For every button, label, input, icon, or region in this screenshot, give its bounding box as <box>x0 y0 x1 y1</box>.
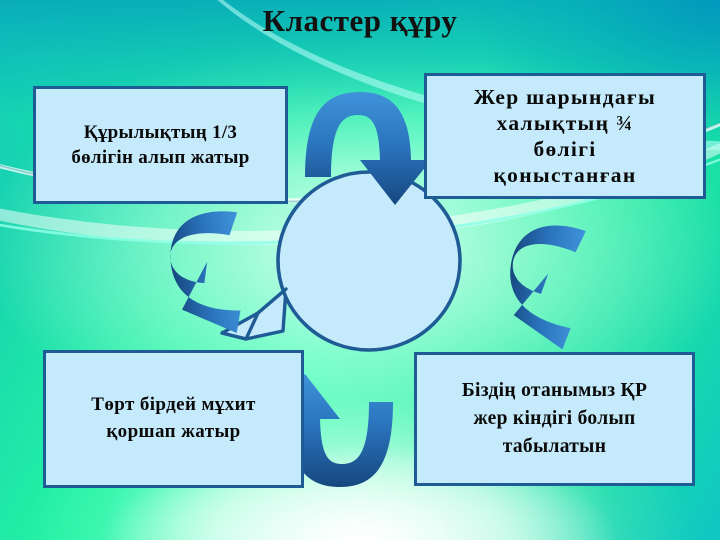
cluster-node-bottom-left[interactable]: Төрт бірдей мұхит қоршап жатыр <box>43 350 304 488</box>
cluster-node-top-left[interactable]: Құрылықтың 1/3 бөлігін алып жатыр <box>33 86 288 204</box>
cluster-node-bottom-left-line1: Төрт бірдей мұхит <box>91 394 256 416</box>
cluster-node-bottom-right-line1: Біздің отанымыз ҚР <box>461 379 648 401</box>
curved-arrow-right <box>510 225 586 350</box>
cluster-node-bottom-right[interactable]: Біздің отанымыз ҚР жер кіндігі болып таб… <box>414 352 695 486</box>
cluster-node-top-right[interactable]: Жер шарындағы халықтың ¾ бөлігі қоныстан… <box>424 73 706 199</box>
callout-tail-outline <box>220 287 288 341</box>
cluster-node-top-right-line3: бөлігі <box>533 137 597 161</box>
cluster-node-top-left-text: Құрылықтың 1/3 бөлігін алып жатыр <box>42 120 279 170</box>
cluster-node-top-right-line2: халықтың ¾ <box>496 110 634 135</box>
cluster-node-top-left-line1: Құрылықтың 1/3 <box>83 121 238 143</box>
cluster-node-bottom-right-text: Біздің отанымыз ҚР жер кіндігі болып таб… <box>423 377 686 462</box>
page-title: Кластер құру <box>262 3 458 38</box>
cluster-node-bottom-left-line2: қоршап жатыр <box>106 421 241 442</box>
cluster-node-top-right-text: Жер шарындағы халықтың ¾ бөлігі қоныстан… <box>433 84 697 189</box>
cluster-node-top-right-line1: Жер шарындағы <box>473 84 657 109</box>
curved-arrow-top <box>305 92 431 205</box>
central-callout <box>220 170 462 352</box>
curved-arrow-left <box>170 211 241 334</box>
cluster-node-bottom-right-line3: табылатын <box>502 436 607 458</box>
cluster-node-bottom-right-line2: жер кіндігі болып <box>473 407 636 429</box>
cluster-node-top-left-line2: бөлігін алып жатыр <box>71 147 250 168</box>
cluster-node-top-right-line4: қоныстанған <box>493 163 637 188</box>
cluster-node-bottom-left-text: Төрт бірдей мұхит қоршап жатыр <box>52 392 295 446</box>
callout-bubble <box>276 170 462 352</box>
